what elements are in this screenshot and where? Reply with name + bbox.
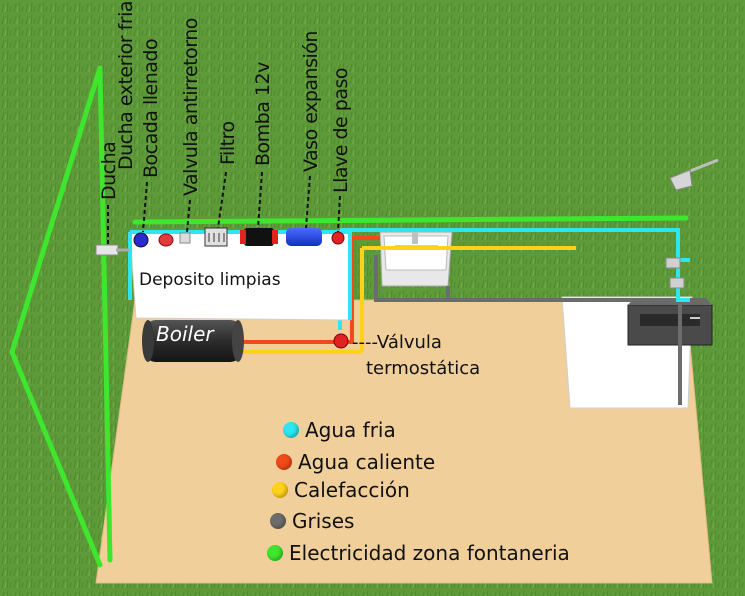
expansion-vessel <box>286 228 322 246</box>
legend-label: Grises <box>292 509 355 533</box>
legend-dot-electric <box>267 545 283 561</box>
electric-line-left <box>9 65 113 568</box>
check-valve <box>158 233 174 247</box>
boiler <box>142 320 244 362</box>
label-boiler: Boiler <box>156 322 214 346</box>
legend-dot-cold <box>283 422 299 438</box>
shower-head <box>669 158 719 191</box>
legend-dot-heat <box>272 482 288 498</box>
legend-dot-grey <box>270 513 286 529</box>
label-termostatica-2: termostática <box>366 358 481 379</box>
legend-item: Agua caliente <box>276 450 435 474</box>
legend-label: Calefacción <box>294 478 410 502</box>
grey-pipe <box>374 255 682 405</box>
outdoor-shower-fixture <box>95 244 130 256</box>
components <box>133 227 345 248</box>
legend-item: Electricidad zona fontaneria <box>267 541 570 565</box>
label-termostatica-1: ----Válvula <box>352 332 442 353</box>
electric-line-top <box>132 215 689 225</box>
legend-label: Agua caliente <box>298 450 436 474</box>
pump <box>244 228 274 246</box>
label-deposito: Deposito limpias <box>139 270 281 290</box>
legend-item: Grises <box>270 509 354 533</box>
legend-item: Calefacción <box>272 478 410 502</box>
tap <box>665 257 681 269</box>
filter <box>204 227 228 247</box>
legend-label: Electricidad zona fontaneria <box>289 541 570 565</box>
legend-dot-hot <box>276 454 292 470</box>
fill-inlet <box>133 232 149 248</box>
thermostatic-valve <box>333 333 349 349</box>
legend-item: Agua fria <box>283 418 396 442</box>
legend-label: Agua fria <box>305 418 396 442</box>
